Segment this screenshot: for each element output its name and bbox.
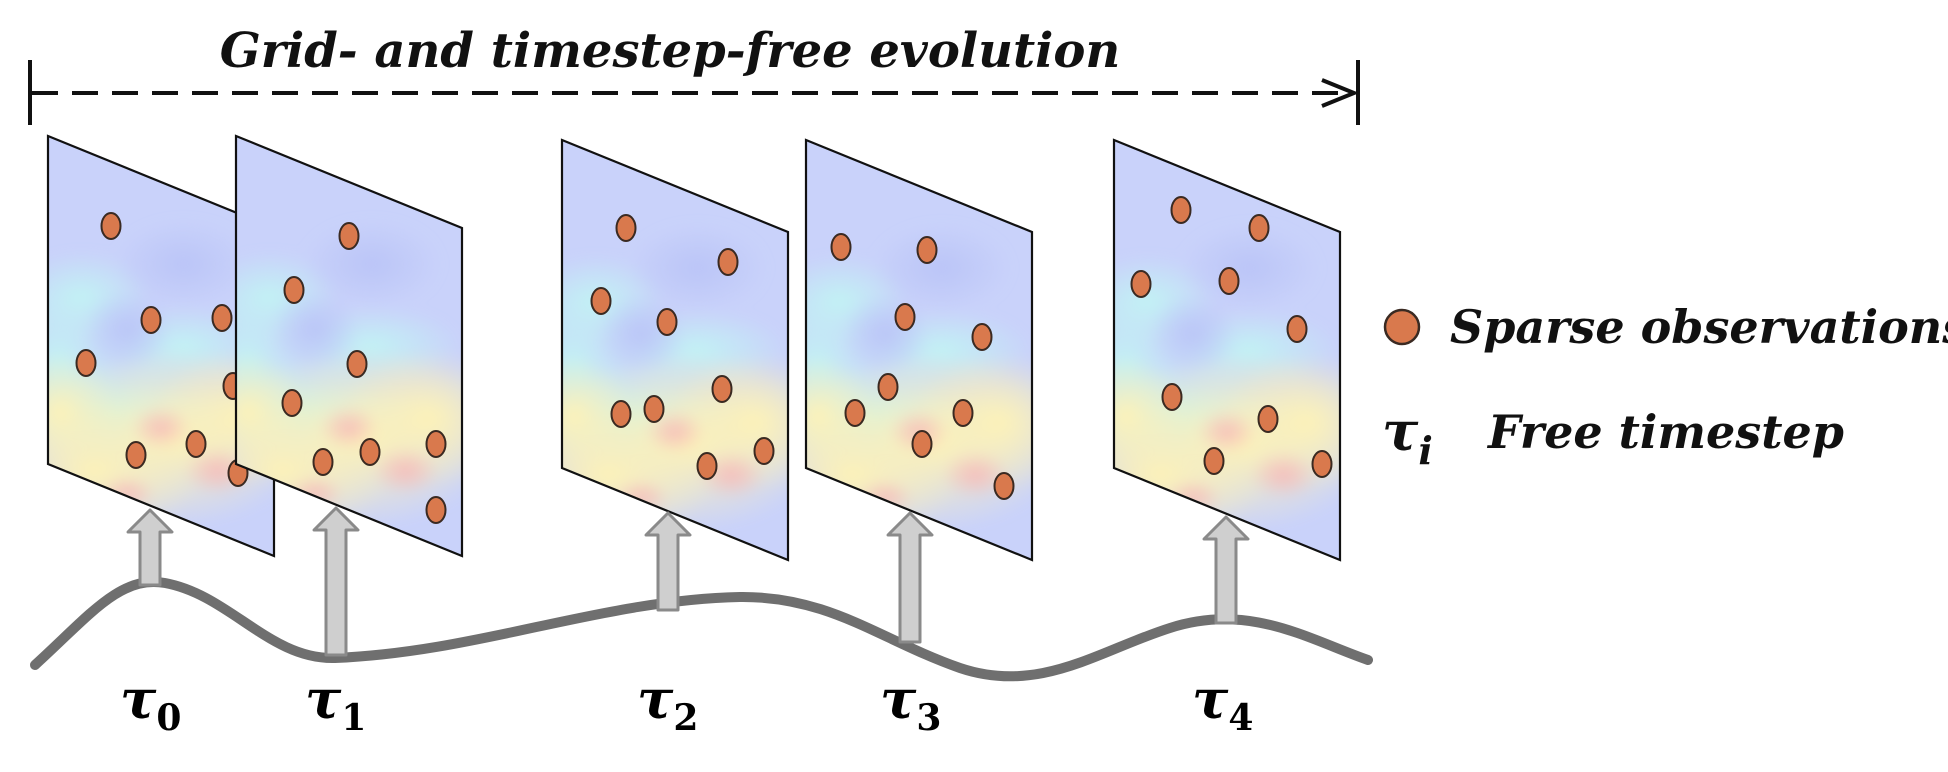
observation-point: [425, 430, 447, 458]
legend-timestep-label: Free timestep: [1486, 405, 1844, 459]
observation-marker-icon: [1383, 308, 1421, 346]
timestep-symbol: τ: [880, 667, 917, 731]
observation-point: [100, 212, 122, 240]
observation-point: [1130, 270, 1152, 298]
legend-tau-subscript: i: [1418, 428, 1432, 473]
up-arrow-icon: [126, 508, 174, 587]
observation-point: [1161, 383, 1183, 411]
observation-point: [338, 222, 360, 250]
timestep-subscript: 0: [156, 697, 181, 739]
observation-point: [359, 438, 381, 466]
observation-point: [911, 430, 933, 458]
timestep-label-0: τ0: [120, 667, 181, 739]
legend-observation: Sparse observations: [1383, 300, 1948, 354]
observation-point: [185, 430, 207, 458]
field-texture: [562, 223, 788, 545]
observation-point: [696, 452, 718, 480]
legend-timestep-symbol: τi: [1382, 399, 1433, 473]
observation-point: [753, 437, 775, 465]
up-arrow-icon: [1202, 515, 1250, 625]
legend-timestep: τi Free timestep: [1382, 399, 1844, 473]
observation-point: [211, 304, 233, 332]
panel-border: [560, 138, 790, 562]
panel-border: [46, 134, 276, 558]
up-arrow-icon: [644, 511, 692, 612]
legend: Sparse observations τi Free timestep: [1382, 300, 1948, 473]
field-panel-4: [1112, 138, 1342, 562]
field-panel-2: [560, 138, 790, 562]
observation-point: [711, 375, 733, 403]
observation-point: [844, 399, 866, 427]
observation-point: [656, 308, 678, 336]
observation-point: [610, 400, 632, 428]
observation-point: [717, 248, 739, 276]
observation-point: [590, 287, 612, 315]
observation-point: [1257, 405, 1279, 433]
timestep-subscript: 2: [673, 697, 698, 739]
timestep-label-1: τ1: [305, 667, 366, 739]
timestep-symbol: τ: [1192, 667, 1229, 731]
field-texture: [806, 223, 1032, 545]
observation-point: [1311, 450, 1333, 478]
panel-border: [1112, 138, 1342, 562]
observation-point: [312, 448, 334, 476]
timestep-label-3: τ3: [880, 667, 941, 739]
up-arrow-icon: [886, 511, 934, 644]
timestep-subscript: 1: [341, 697, 366, 739]
observation-point: [125, 441, 147, 469]
panel-border: [234, 134, 464, 558]
panel-border: [804, 138, 1034, 562]
up-arrow-icon: [312, 506, 360, 657]
observation-point: [1286, 315, 1308, 343]
timestep-labels: τ0 τ1 τ2 τ3 τ4: [120, 667, 1253, 739]
observation-point: [615, 214, 637, 242]
observation-point: [952, 399, 974, 427]
observation-point: [916, 236, 938, 264]
timestep-subscript: 3: [916, 697, 941, 739]
timestep-symbol: τ: [305, 667, 342, 731]
observation-point: [346, 350, 368, 378]
field-panels: [46, 134, 1342, 657]
evolution-curve: [30, 577, 1373, 682]
observation-point: [877, 373, 899, 401]
timestep-subscript: 4: [1228, 697, 1253, 739]
observation-point: [971, 323, 993, 351]
legend-tau: τ: [1382, 399, 1419, 463]
observation-point: [1248, 214, 1270, 242]
observation-point: [425, 496, 447, 524]
timestep-label-4: τ4: [1192, 667, 1253, 739]
legend-observation-label: Sparse observations: [1450, 300, 1948, 354]
observation-point: [1203, 447, 1225, 475]
timestep-symbol: τ: [120, 667, 157, 731]
observation-point: [830, 233, 852, 261]
observation-point: [643, 395, 665, 423]
observation-point: [75, 349, 97, 377]
observation-point: [894, 303, 916, 331]
observation-point: [1170, 196, 1192, 224]
observation-point: [140, 306, 162, 334]
observation-point: [281, 389, 303, 417]
observation-point: [1218, 267, 1240, 295]
field-panel-1: [234, 134, 464, 558]
timestep-label-2: τ2: [637, 667, 698, 739]
timestep-symbol: τ: [637, 667, 674, 731]
diagram-title: Grid- and timestep-free evolution: [220, 23, 1121, 79]
timeline-arrow: [28, 60, 1360, 125]
observation-point: [283, 276, 305, 304]
field-panel-3: [804, 138, 1034, 562]
observation-point: [993, 472, 1015, 500]
